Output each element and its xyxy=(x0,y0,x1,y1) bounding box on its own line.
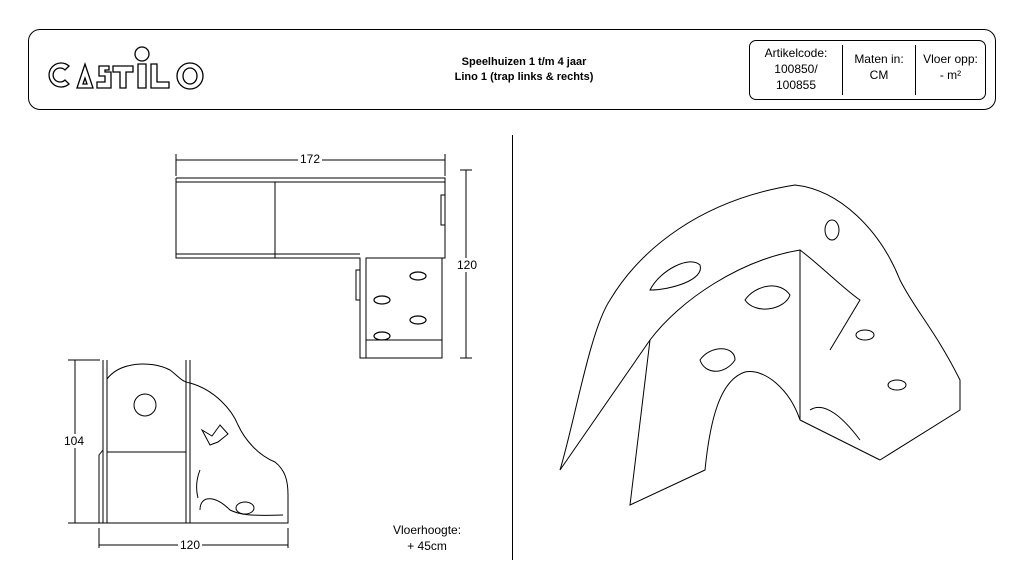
side-width-dimension: 120 xyxy=(178,538,203,552)
article-code-cell: Artikelcode: 100850/ 100855 xyxy=(750,45,843,95)
units-cell: Maten in: CM xyxy=(843,45,916,95)
floor-area-label: Vloer opp: xyxy=(923,52,978,66)
units-label: Maten in: xyxy=(854,52,904,66)
side-view-drawing xyxy=(68,359,289,548)
title-block: Speelhuizen 1 t/m 4 jaar Lino 1 (trap li… xyxy=(28,29,996,110)
castilo-logo xyxy=(48,46,204,90)
floor-height-value: + 45cm xyxy=(407,539,447,553)
units-value: CM xyxy=(869,68,889,82)
floor-area-cell: Vloer opp: - m² xyxy=(916,41,985,99)
title-line-2: Lino 1 (trap links & rechts) xyxy=(454,71,594,83)
floor-area-value: - m² xyxy=(939,68,962,82)
floor-height-label: Vloerhoogte: xyxy=(393,523,462,537)
top-view-drawing xyxy=(175,154,472,359)
product-title: Speelhuizen 1 t/m 4 jaar Lino 1 (trap li… xyxy=(409,55,639,85)
floor-height-note: Vloerhoogte: + 45cm xyxy=(393,522,461,554)
side-height-dimension: 104 xyxy=(62,434,87,448)
top-depth-dimension: 120 xyxy=(455,258,480,272)
article-label: Artikelcode: xyxy=(764,46,828,60)
article-code-2: 100855 xyxy=(775,78,817,92)
perspective-drawing xyxy=(559,184,961,506)
view-divider xyxy=(512,135,513,560)
article-code-1: 100850/ xyxy=(774,62,818,76)
info-box: Artikelcode: 100850/ 100855 Maten in: CM… xyxy=(749,40,986,100)
title-line-1: Speelhuizen 1 t/m 4 jaar xyxy=(461,56,587,68)
top-width-dimension: 172 xyxy=(298,152,323,166)
